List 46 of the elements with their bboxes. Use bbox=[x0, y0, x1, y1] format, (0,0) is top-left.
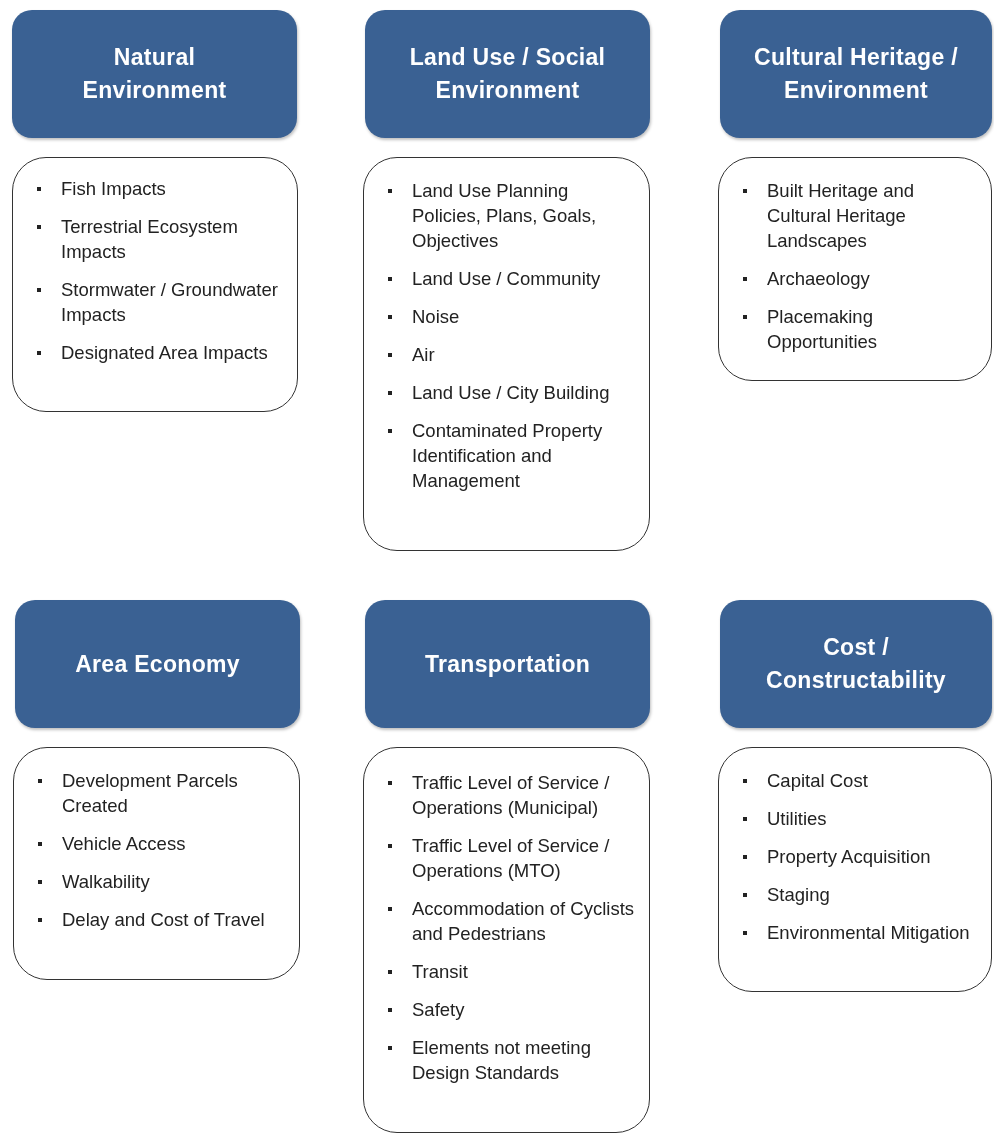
bullet-item: Environmental Mitigation bbox=[743, 920, 977, 945]
bullet-item: Utilities bbox=[743, 806, 977, 831]
bullet-item: Vehicle Access bbox=[38, 831, 285, 856]
header-title: Area Economy bbox=[75, 649, 240, 679]
category-header bbox=[720, 600, 992, 728]
bullet-item: Walkability bbox=[38, 869, 285, 894]
header-title: Transportation bbox=[424, 649, 591, 679]
header-title: Cost / Constructability bbox=[765, 633, 947, 695]
category-header bbox=[12, 10, 297, 138]
bullet-item: Capital Cost bbox=[743, 768, 977, 793]
criteria-list-box bbox=[13, 747, 300, 980]
bullet-item: Placemaking Opportunities bbox=[743, 304, 977, 354]
criteria-list-box bbox=[363, 157, 650, 551]
bullet-item: Delay and Cost of Travel bbox=[38, 907, 285, 932]
bullet-item: Accommodation of Cyclists and Pedestrians bbox=[388, 896, 635, 946]
category-header bbox=[720, 10, 992, 138]
header-title: Land Use / Social Environment bbox=[408, 43, 607, 105]
category-header bbox=[365, 10, 650, 138]
bullet-item: Property Acquisition bbox=[743, 844, 977, 869]
criteria-list-box bbox=[12, 157, 298, 412]
bullet-item: Land Use / City Building bbox=[388, 380, 635, 405]
bullet-item: Safety bbox=[388, 997, 635, 1022]
header-title: Natural Environment bbox=[81, 43, 228, 105]
criteria-list-box bbox=[718, 157, 992, 381]
bullet-item: Stormwater / Groundwater Impacts bbox=[37, 277, 283, 327]
bullet-item: Land Use Planning Policies, Plans, Goals, Objectives bbox=[388, 178, 635, 253]
bullet-item: Designated Area Impacts bbox=[37, 340, 283, 365]
bullet-item: Elements not meeting Design Standards bbox=[388, 1035, 635, 1085]
bullet-item: Contaminated Property Identification and Management bbox=[388, 418, 635, 493]
criteria-list-box bbox=[363, 747, 650, 1133]
bullet-item: Terrestrial Ecosystem Impacts bbox=[37, 214, 283, 264]
bullet-item: Fish Impacts bbox=[37, 176, 283, 201]
bullet-item: Land Use / Community bbox=[388, 266, 635, 291]
bullet-item: Built Heritage and Cultural Heritage Landscapes bbox=[743, 178, 977, 253]
bullet-item: Archaeology bbox=[743, 266, 977, 291]
bullet-item: Air bbox=[388, 342, 635, 367]
bullet-item: Traffic Level of Service / Operations (MTO) bbox=[388, 833, 635, 883]
bullet-item: Noise bbox=[388, 304, 635, 329]
bullet-item: Traffic Level of Service / Operations (Municipal) bbox=[388, 770, 635, 820]
bullet-item: Development Parcels Created bbox=[38, 768, 285, 818]
bullet-item: Transit bbox=[388, 959, 635, 984]
bullet-item: Staging bbox=[743, 882, 977, 907]
criteria-list-box bbox=[718, 747, 992, 992]
header-title: Cultural Heritage / Environment bbox=[753, 43, 959, 105]
category-header bbox=[15, 600, 300, 728]
category-header bbox=[365, 600, 650, 728]
